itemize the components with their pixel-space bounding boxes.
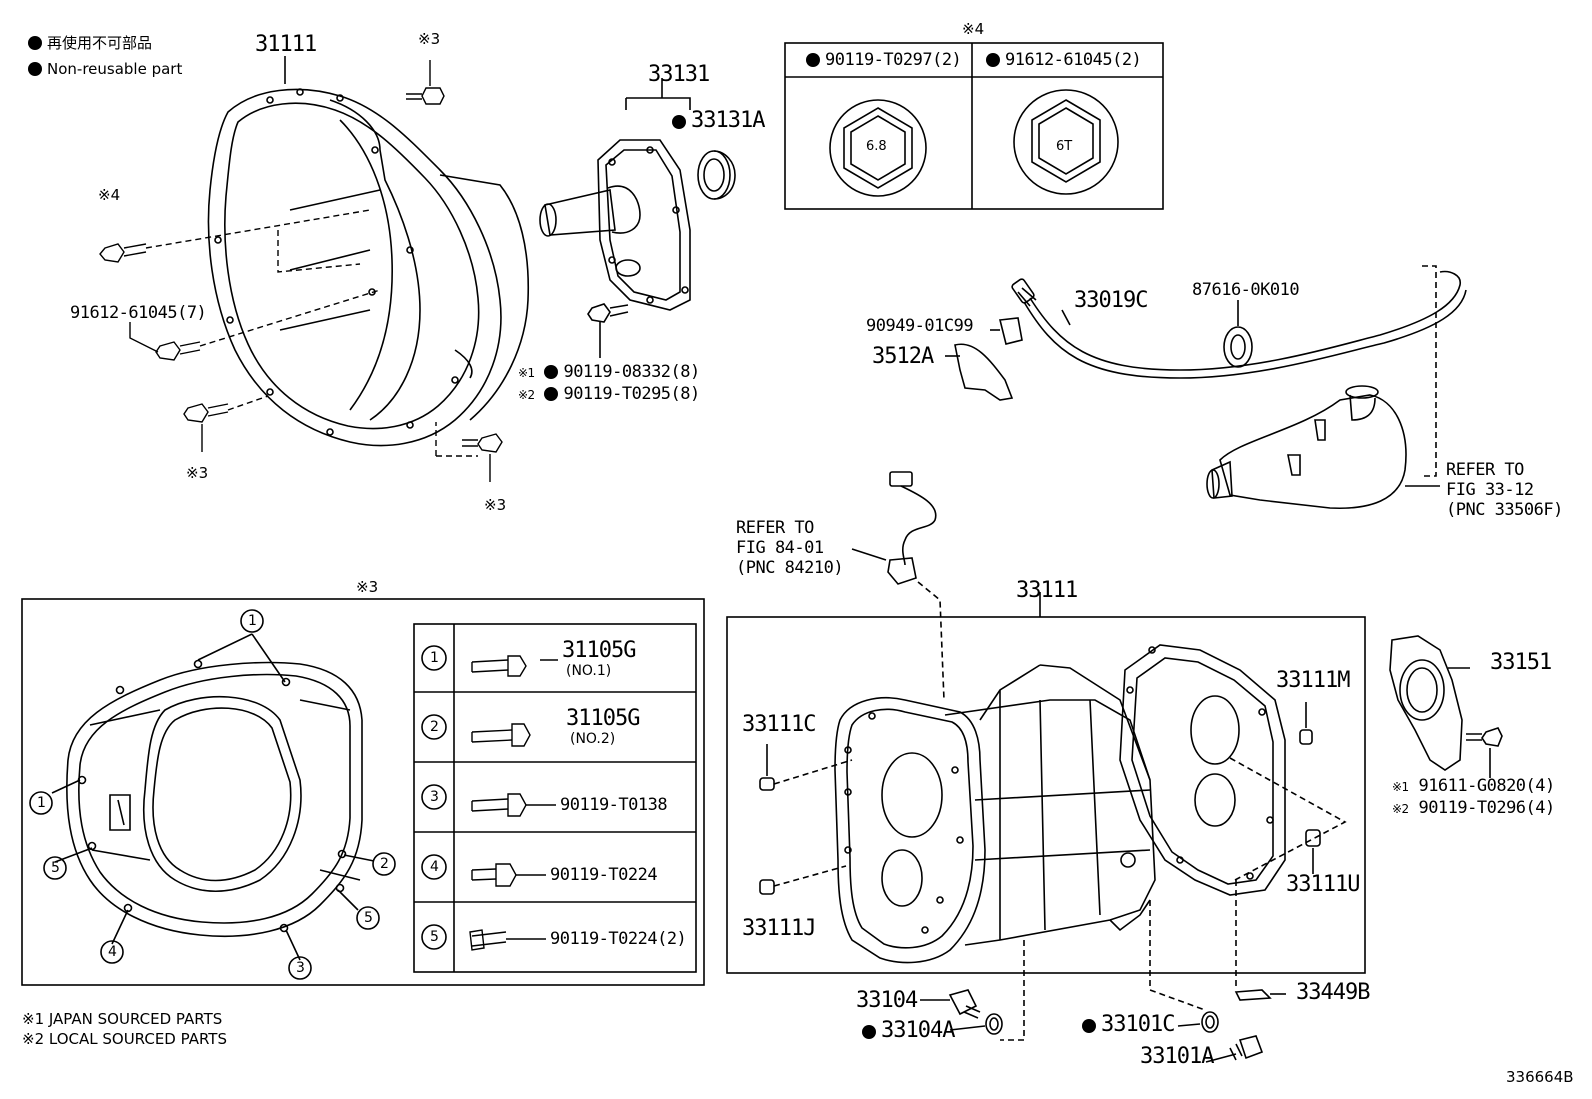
label-33449b: 33449B [1296, 980, 1370, 1005]
label-33104a: 33104A [862, 1020, 955, 1042]
label-90949: 90949-01C99 [866, 316, 974, 336]
bearing-retainer-drawing [539, 78, 736, 358]
label-33131a: 33131A [672, 110, 765, 132]
box-4-drawing [784, 42, 1164, 210]
label-91611: ※1 91611-G0820(4) [1392, 776, 1555, 796]
label-33104: 33104 [856, 988, 918, 1013]
label-33111u: 33111U [1286, 872, 1360, 897]
speed-sensor-drawing [851, 471, 945, 701]
non-reusable-bullet-icon [544, 365, 559, 379]
label-87616: 87616-0K010 [1192, 280, 1300, 300]
cable-assembly-drawing [945, 265, 1467, 510]
bolts-top-left [99, 60, 503, 482]
label-90119-t0296: ※2 90119-T0296(4) [1392, 798, 1555, 818]
table-row-part: 90119-T0224(2) [550, 929, 687, 949]
label-33131: 33131 [648, 62, 710, 87]
mark-3-left-bottom: ※3 [186, 464, 209, 482]
mark-4-box: ※4 [962, 20, 985, 38]
circle-num-5b: 5 [51, 860, 60, 876]
table-row-sub: (NO.2) [570, 731, 616, 747]
table-row-part: 90119-T0138 [560, 795, 668, 815]
extension-seal-drawing [1389, 635, 1503, 778]
refer-3312-line1: REFER TO [1446, 460, 1524, 480]
non-reusable-bullet-icon [986, 53, 1000, 67]
circle-num-1a: 1 [248, 613, 257, 629]
table-row-num: 5 [430, 929, 439, 945]
refer-3312-line2: FIG 33-12 [1446, 480, 1534, 500]
transmission-case-drawing [726, 592, 1366, 1063]
refer-8401-line3: (PNC 84210) [736, 558, 844, 578]
label-91612-7: 91612-61045(7) [70, 303, 207, 323]
circle-num-3: 3 [296, 960, 305, 976]
table-row-part: 31105G [562, 638, 636, 663]
table-row-num: 3 [430, 789, 439, 805]
label-33101c: 33101C [1082, 1014, 1175, 1036]
label-90119-08332: ※1 90119-08332(8) [518, 362, 700, 382]
label-31111: 31111 [255, 32, 317, 57]
clutch-housing-drawing [207, 56, 530, 447]
box4-col1-label: 90119-T0297(2) [806, 52, 962, 69]
box-3-drawing [21, 598, 705, 986]
mark-3-box: ※3 [356, 578, 379, 596]
non-reusable-bullet-icon [672, 115, 686, 129]
non-reusable-bullet-icon [1082, 1019, 1096, 1033]
table-row-part: 90119-T0224 [550, 865, 658, 885]
label-33111j: 33111J [742, 916, 816, 941]
mark-3-right-bottom: ※3 [484, 496, 507, 514]
legend-non-reusable-jp: 再使用不可部品 [28, 36, 152, 51]
label-33111m: 33111M [1276, 668, 1350, 693]
label-33111c: 33111C [742, 712, 816, 737]
label-33111: 33111 [1016, 578, 1078, 603]
non-reusable-bullet-icon [806, 53, 820, 67]
circle-num-1b: 1 [37, 795, 46, 811]
box4-hex1: 6.8 [866, 139, 887, 154]
legend-non-reusable-en: Non-reusable part [28, 62, 182, 77]
label-3512a: 3512A [872, 344, 934, 369]
diagram-id: 336664B [1506, 1068, 1574, 1086]
non-reusable-bullet-icon [544, 387, 559, 401]
non-reusable-bullet-icon [862, 1025, 876, 1039]
refer-8401-line1: REFER TO [736, 518, 814, 538]
table-row-num: 1 [430, 650, 439, 666]
note-japan-sourced: ※1 JAPAN SOURCED PARTS [22, 1010, 223, 1028]
note-local-sourced: ※2 LOCAL SOURCED PARTS [22, 1030, 227, 1048]
refer-8401-line2: FIG 84-01 [736, 538, 824, 558]
label-33019c: 33019C [1074, 288, 1148, 313]
table-row-num: 4 [430, 859, 439, 875]
bullet-icon [28, 62, 42, 76]
mark-4-left: ※4 [98, 186, 121, 204]
label-33101a: 33101A [1140, 1044, 1214, 1069]
box4-hex2: 6T [1056, 139, 1073, 154]
bullet-icon [28, 36, 42, 50]
refer-3312-line3: (PNC 33506F) [1446, 500, 1563, 520]
table-row-sub: (NO.1) [566, 663, 612, 679]
mark-3-top: ※3 [418, 30, 441, 48]
circle-num-4: 4 [108, 944, 117, 960]
label-90119-t0295: ※2 90119-T0295(8) [518, 384, 700, 404]
label-33151: 33151 [1490, 650, 1552, 675]
box4-col2-label: 91612-61045(2) [986, 52, 1142, 69]
table-row-num: 2 [430, 719, 439, 735]
circle-num-5a: 5 [364, 910, 373, 926]
circle-num-2: 2 [380, 856, 389, 872]
table-row-part: 31105G [566, 706, 640, 731]
